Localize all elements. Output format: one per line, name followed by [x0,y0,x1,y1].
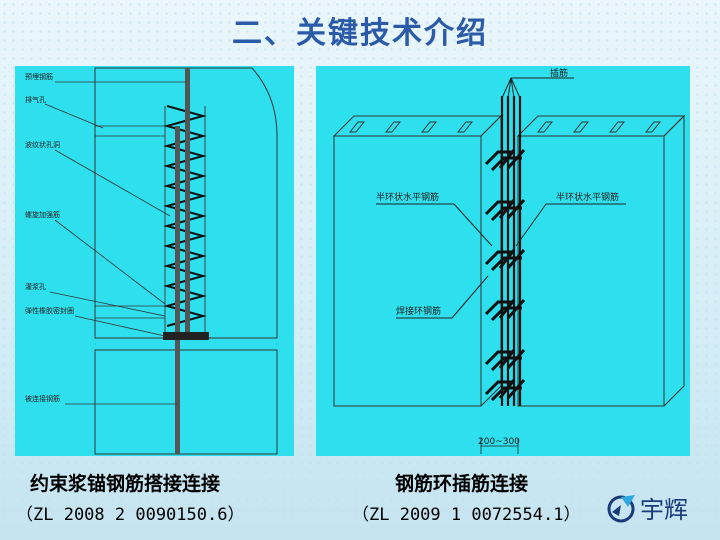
slide-title: 二、关键技术介绍 [232,16,488,51]
ring-bar-cluster [484,199,526,222]
right-diagram: 插筋 半环状水平钢筋 半环状水平钢筋 焊接环钢筋 200~300 [332,67,686,454]
label-connected-bar: 被连接钢筋 [25,394,60,403]
label-insert-bar: 插筋 [550,67,568,79]
rubber-seal [163,332,209,340]
logo-text: 宇辉 [640,496,688,524]
right-wall-block [516,114,686,407]
company-logo: 宇辉 [604,488,714,528]
left-diagram: 预埋钢筋 排气孔 波纹状孔洞 螺旋加强筋 灌浆孔 弹性橡胶密封圈 被连接钢筋 [25,67,278,455]
leader-lines [44,81,187,405]
label-spiral-bar: 螺旋加强筋 [25,210,60,219]
label-corrugated-duct: 波纹状孔洞 [25,140,60,149]
connected-bar [175,126,180,454]
label-dimension: 200~300 [478,437,520,447]
label-embedded-bar: 预埋钢筋 [25,72,53,81]
ring-bar-cluster [484,249,526,272]
right-leader-lines [376,203,626,319]
dimension-line [480,438,519,454]
yuhui-logo-icon [607,495,635,523]
left-diagram-panel: 预埋钢筋 排气孔 波纹状孔洞 螺旋加强筋 灌浆孔 弹性橡胶密封圈 被连接钢筋 [15,66,294,456]
top-slots [348,121,662,133]
left-caption: 约束浆锚钢筋搭接连接 [30,473,221,495]
ring-bar-cluster [484,149,526,172]
left-patent-number: （ZL 2008 2 0090150.6） [16,505,245,525]
embedded-bar [185,68,190,338]
ring-bar-cluster [484,299,526,322]
label-vent-hole: 排气孔 [25,95,46,104]
label-welded-ring: 焊接环钢筋 [396,305,441,317]
lower-block [94,349,278,455]
ring-bar-cluster [484,349,526,372]
right-caption: 钢筋环插筋连接 [395,473,529,495]
left-wall-block [332,114,503,407]
right-patent-number: （ZL 2009 1 0072554.1） [352,505,581,525]
upper-block [94,67,278,339]
insert-bar-arrows [501,77,574,99]
ring-bar-cluster [484,379,526,402]
ring-bars [484,149,526,402]
label-half-ring-left: 半环状水平钢筋 [376,191,439,203]
right-diagram-panel: 插筋 半环状水平钢筋 半环状水平钢筋 焊接环钢筋 200~300 [316,66,690,456]
label-rubber-seal: 弹性橡胶密封圈 [25,306,74,315]
label-grout-hole: 灌浆孔 [25,282,46,291]
label-half-ring-right: 半环状水平钢筋 [556,191,619,203]
